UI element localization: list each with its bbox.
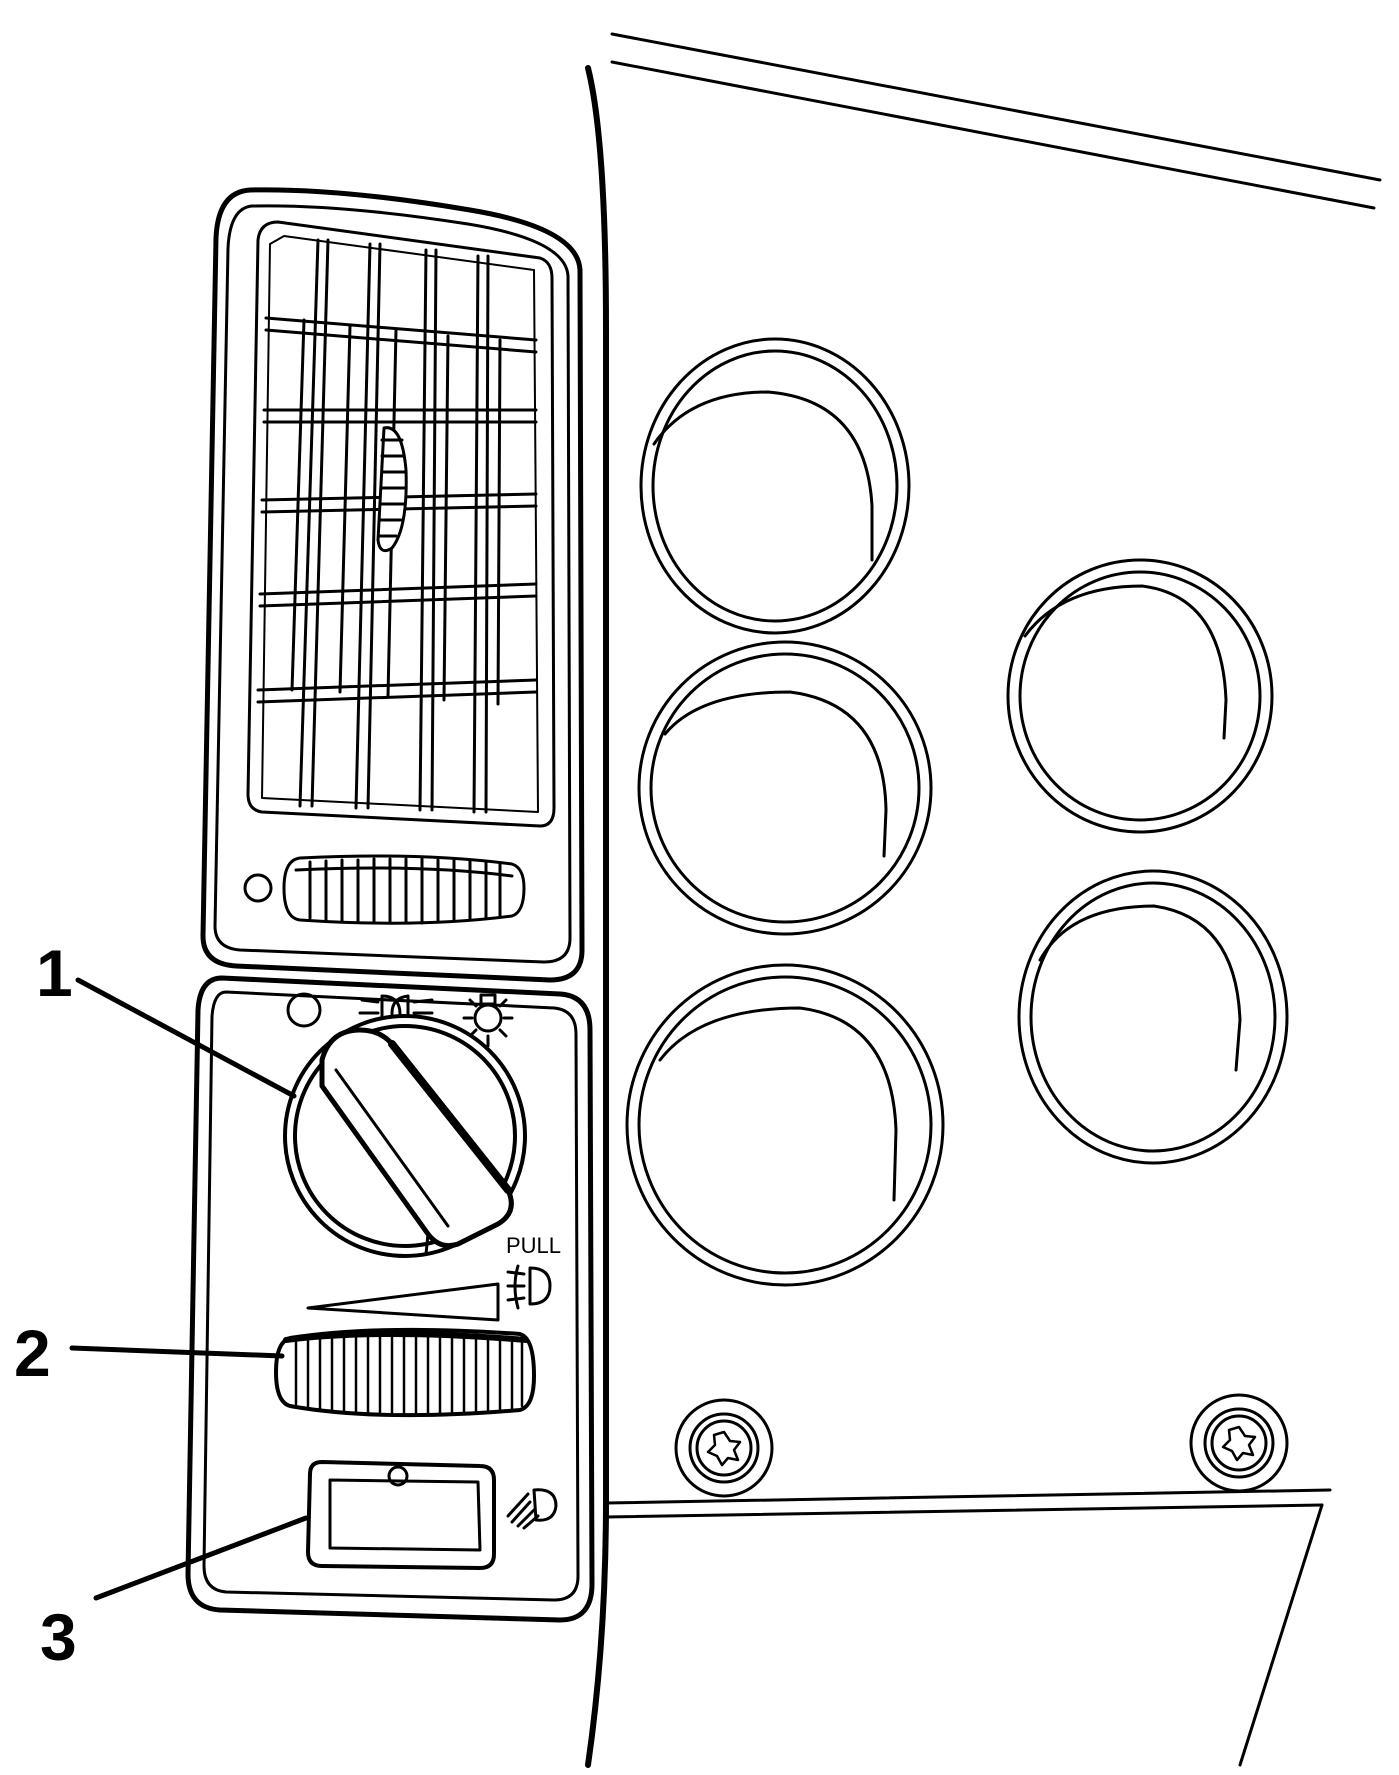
parking-lamp-icon	[286, 992, 322, 1028]
leader-line-2	[69, 1345, 285, 1359]
torx-screw-icon	[1221, 1425, 1257, 1462]
headlamp-switch-knob	[283, 1014, 527, 1258]
air-vent-louvers	[256, 238, 538, 814]
dimmer-thumbwheel	[274, 1327, 536, 1418]
air-vent-thumbwheel	[282, 854, 526, 925]
air-vent-adjuster-wheel	[376, 426, 408, 553]
dash-lower-trim-line	[604, 1488, 1332, 1505]
torx-screw-right	[1189, 1393, 1289, 1493]
gauge-opening-top-left	[639, 337, 911, 635]
air-vent	[200, 187, 585, 983]
switch-panel-inner-bezel	[202, 990, 580, 1602]
fog-lamp-pull-label: PULL	[506, 1233, 561, 1258]
lighting-switch-panel: PULL	[185, 975, 595, 1623]
air-vent-grille-frame-inner	[261, 235, 539, 813]
dash-top-trim-line-2	[610, 60, 1376, 210]
dash-lower-trim-line-2	[604, 1503, 1324, 1519]
dimmer-scale-wedge	[306, 1282, 500, 1322]
callout-1: 1	[36, 936, 73, 1010]
gauge-opening-middle-left	[637, 640, 933, 936]
dash-left-edge	[585, 65, 609, 1768]
leader-line-1	[75, 977, 297, 1099]
gauge-opening-top-right	[1006, 558, 1274, 834]
gauge-opening-bottom-left	[625, 963, 945, 1287]
switch-panel-outer-bezel	[185, 975, 595, 1623]
front-fog-lamp-icon	[506, 1264, 552, 1310]
dash-diagonal-edge	[1238, 1503, 1324, 1767]
torx-screw-left	[674, 1398, 774, 1498]
air-vent-inner-housing	[213, 204, 572, 964]
gauge-opening-bottom-right	[1017, 869, 1289, 1165]
leader-line-3	[93, 1515, 309, 1601]
callout-2: 2	[14, 1316, 51, 1390]
dash-top-trim-line	[610, 32, 1382, 182]
rear-fog-lamp-icon	[506, 1488, 558, 1530]
callout-3: 3	[40, 1600, 77, 1674]
air-vent-indicator-dot	[243, 873, 273, 903]
interior-lamp-icon	[462, 993, 514, 1048]
air-vent-outer-housing	[200, 187, 585, 983]
rear-fog-switch	[306, 1460, 496, 1570]
torx-screw-icon	[706, 1430, 742, 1467]
air-vent-grille-frame	[246, 220, 556, 828]
